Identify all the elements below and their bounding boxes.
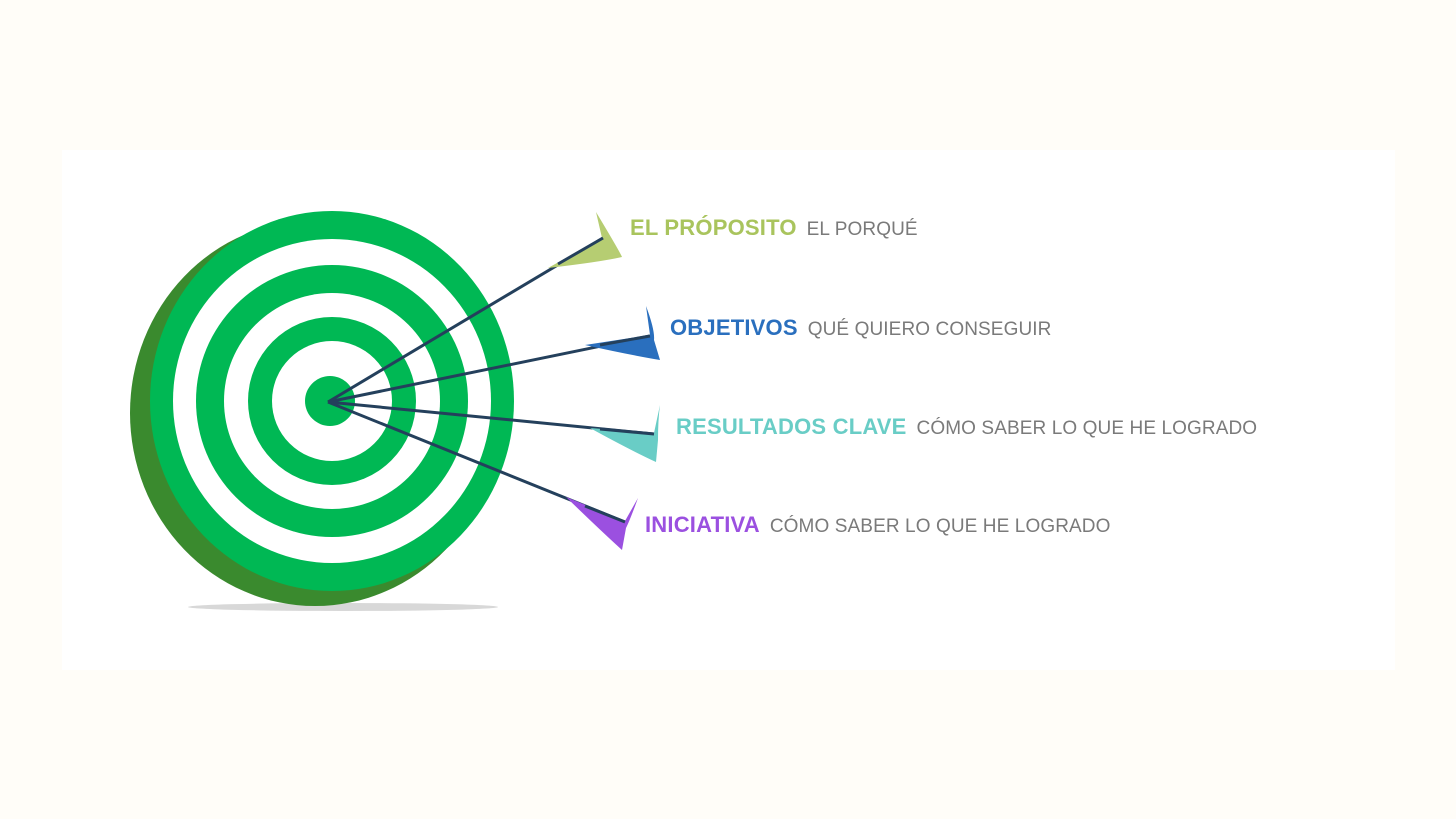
label-objetivos: OBJETIVOS QUÉ QUIERO CONSEGUIR [670, 315, 1051, 341]
label-iniciativa-description: CÓMO SABER LO QUE HE LOGRADO [769, 516, 1111, 537]
label-iniciativa: INICIATIVA CÓMO SABER LO QUE HE LOGRADO [645, 512, 1111, 538]
dart-objetivos-icon [327, 306, 660, 404]
label-proposito-description: EL PORQUÉ [806, 219, 918, 240]
dart-resultados-icon [327, 400, 660, 462]
label-resultados-title: RESULTADOS CLAVE [676, 414, 907, 439]
dart-iniciativa-icon [327, 400, 638, 550]
target-shadow [188, 603, 498, 611]
label-proposito-title: EL PRÓPOSITO [630, 215, 797, 240]
label-objetivos-title: OBJETIVOS [670, 315, 798, 340]
label-resultados-description: CÓMO SABER LO QUE HE LOGRADO [916, 418, 1258, 439]
dart-proposito-icon [327, 212, 622, 404]
label-proposito: EL PRÓPOSITO EL PORQUÉ [630, 215, 918, 241]
target-board-icon [130, 211, 514, 606]
label-resultados: RESULTADOS CLAVE CÓMO SABER LO QUE HE LO… [676, 414, 1257, 440]
label-objetivos-description: QUÉ QUIERO CONSEGUIR [807, 319, 1052, 340]
label-iniciativa-title: INICIATIVA [645, 512, 760, 537]
